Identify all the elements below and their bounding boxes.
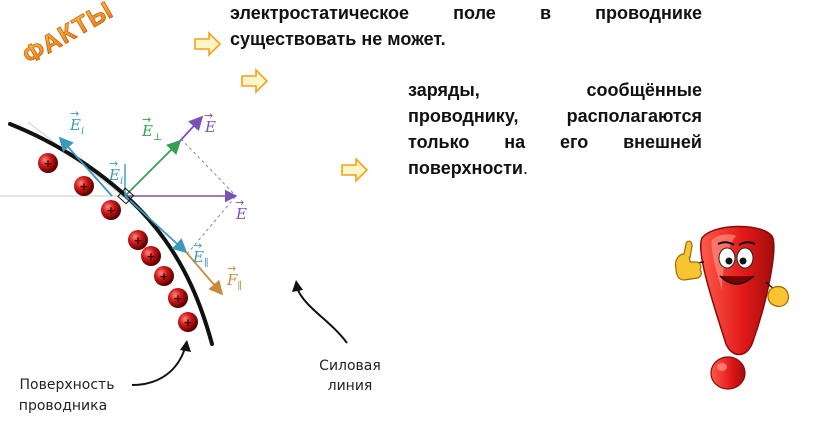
svg-text:+: + [183, 316, 192, 329]
label-e-perp: E⊥ [141, 122, 162, 143]
charge: + [154, 266, 174, 286]
exclamation-mascot-icon [674, 225, 789, 390]
bullet-arrow-2 [241, 68, 269, 94]
bullet-arrow-3 [341, 157, 369, 183]
charge: + [101, 200, 121, 220]
fact-1-line-1: электростатическое поле в проводнике [230, 3, 702, 23]
charge: + [128, 230, 148, 250]
conductor-diagram: Ei → E⊥ → E → Ei → E → E∥ → F∥ → + + + +… [0, 107, 381, 414]
label-e-i-top: Ei [69, 116, 84, 137]
pointer-surface-head [180, 340, 191, 352]
svg-text:+: + [159, 270, 168, 283]
charge: + [74, 176, 94, 196]
arrow-overbar-5: → [235, 196, 244, 209]
arrow-overbar-6: → [193, 239, 202, 252]
fact-2-text: заряды, сообщённые проводнику, располага… [408, 77, 702, 181]
svg-text:+: + [133, 234, 142, 247]
svg-text:+: + [43, 157, 52, 170]
right-angle-marker [117, 187, 135, 205]
fact-1-text: электростатическое поле в проводнике сущ… [230, 0, 702, 52]
vector-e-perp [124, 139, 182, 197]
vector-e-i-top [58, 136, 113, 197]
fact-2-line-2: проводнику, располагаются [408, 106, 702, 126]
fact-2-line-3: только на его внешней [408, 132, 702, 152]
label-e-top: E [204, 118, 216, 136]
projection-line-2 [186, 195, 237, 255]
svg-text:+: + [106, 204, 115, 217]
fact-2-line-4: поверхности. [408, 155, 702, 181]
charge: + [141, 246, 161, 266]
arrow-overbar-2: → [142, 113, 151, 126]
fact-2-line-1: заряды, сообщённые [408, 80, 702, 100]
vector-f-par [185, 251, 224, 296]
label-surface-2: проводника [19, 398, 107, 414]
svg-text:+: + [173, 292, 182, 305]
conductor-surface [8, 122, 214, 346]
label-f-par: F∥ [226, 271, 242, 292]
label-e-right: E [235, 205, 247, 223]
fact-2-period: . [523, 158, 529, 178]
fact-1-line-2: существовать не может. [230, 29, 446, 49]
vector-e-par [124, 195, 188, 254]
charge: + [168, 288, 188, 308]
svg-text:+: + [79, 180, 88, 193]
charge: + [38, 153, 58, 173]
arrow-overbar-3: → [204, 109, 213, 122]
label-e-i-mid: Ei [108, 166, 123, 187]
pointer-surface [131, 347, 186, 386]
label-fieldline-2: линия [328, 378, 373, 394]
vector-e-top [179, 115, 204, 142]
arrow-overbar-4: → [109, 157, 118, 170]
fact-2-last-word: поверхности [408, 158, 523, 178]
label-e-par: E∥ [192, 248, 209, 269]
svg-text:+: + [146, 250, 155, 263]
label-surface-1: Поверхность [20, 377, 115, 393]
label-fieldline-1: Силовая [319, 358, 381, 374]
facts-badge: ФАКТЫ [18, 0, 119, 70]
charges: + + + + + + + + [38, 153, 198, 332]
bullet-arrow-1 [194, 31, 222, 57]
arrow-overbar-1: → [70, 107, 79, 120]
arrow-overbar-7: → [227, 262, 236, 275]
projection-line-1 [180, 138, 237, 197]
charge: + [178, 312, 198, 332]
pointer-fieldline-head [292, 280, 303, 292]
pointer-fieldline [296, 287, 348, 344]
facts-badge-text: ФАКТЫ [18, 0, 118, 70]
